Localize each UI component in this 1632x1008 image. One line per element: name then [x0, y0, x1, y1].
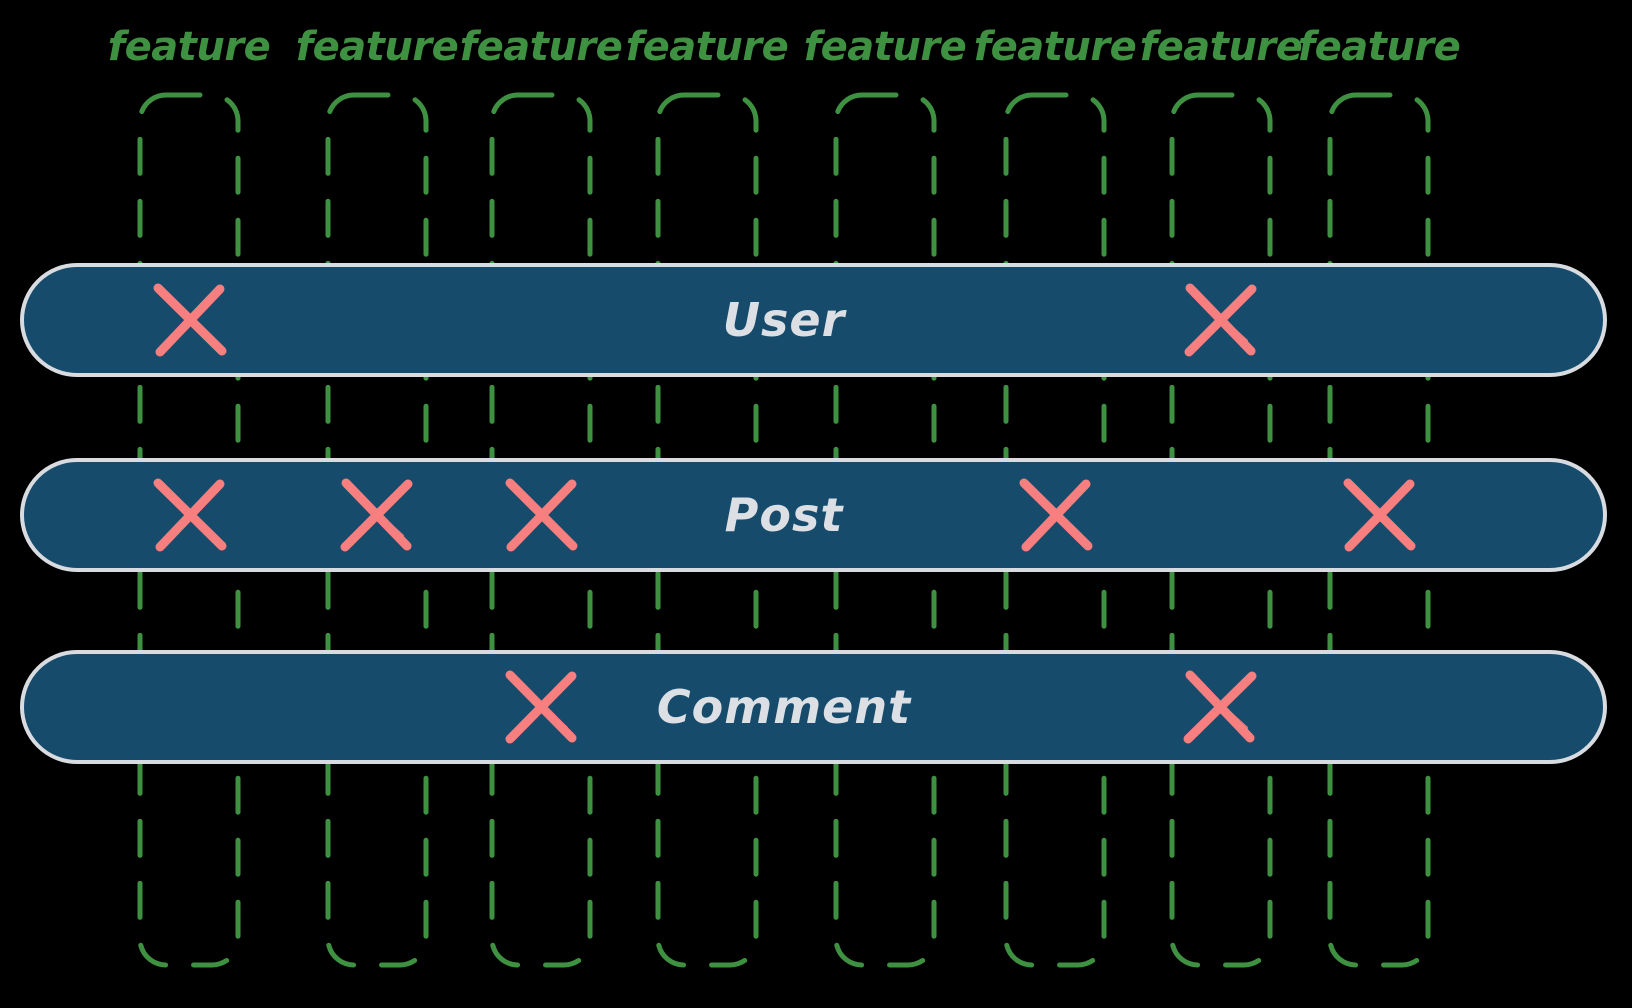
- x-mark-post-col6[interactable]: [1019, 478, 1093, 552]
- x-mark-post-col8[interactable]: [1343, 478, 1416, 552]
- x-mark-sketch-stroke: [1190, 290, 1248, 343]
- x-mark-sketch-stroke: [158, 290, 216, 343]
- entity-label-user: User: [723, 293, 848, 347]
- feature-label-6: feature: [974, 24, 1136, 70]
- feature-label-7: feature: [1140, 24, 1302, 70]
- entity-bar-comment[interactable]: [20, 650, 1607, 764]
- x-mark-user-col1[interactable]: [153, 283, 227, 357]
- x-mark-sketch-stroke: [510, 485, 568, 538]
- x-mark-sketch-stroke: [158, 485, 216, 538]
- x-mark-comment-col3[interactable]: [505, 670, 577, 744]
- x-mark-sketch-stroke: [1190, 677, 1248, 730]
- feature-label-4: feature: [626, 24, 788, 70]
- entity-label-post: Post: [725, 488, 845, 542]
- entity-row-comment[interactable]: Comment: [20, 650, 1607, 764]
- entity-row-user[interactable]: User: [20, 263, 1607, 377]
- x-mark-sketch-stroke: [1348, 485, 1406, 538]
- x-mark-sketch-stroke: [346, 485, 404, 538]
- x-mark-post-col2[interactable]: [340, 478, 413, 552]
- x-mark-post-col1[interactable]: [153, 478, 227, 552]
- x-mark-post-col3[interactable]: [505, 478, 578, 552]
- x-mark-comment-col7[interactable]: [1183, 670, 1257, 744]
- x-mark-user-col7[interactable]: [1184, 283, 1257, 357]
- x-mark-sketch-stroke: [1024, 485, 1082, 538]
- x-mark-sketch-stroke: [510, 677, 568, 730]
- entity-bar-user[interactable]: [20, 263, 1607, 377]
- entity-bar-post[interactable]: [20, 458, 1607, 572]
- entity-label-comment: Comment: [657, 680, 912, 734]
- feature-label-5: feature: [804, 24, 966, 70]
- x-mark-group: [153, 283, 1416, 744]
- feature-label-2: feature: [296, 24, 458, 70]
- feature-label-3: feature: [460, 24, 622, 70]
- entity-row-post[interactable]: Post: [20, 458, 1607, 572]
- feature-label-8: feature: [1298, 24, 1460, 70]
- feature-label-1: feature: [108, 24, 270, 70]
